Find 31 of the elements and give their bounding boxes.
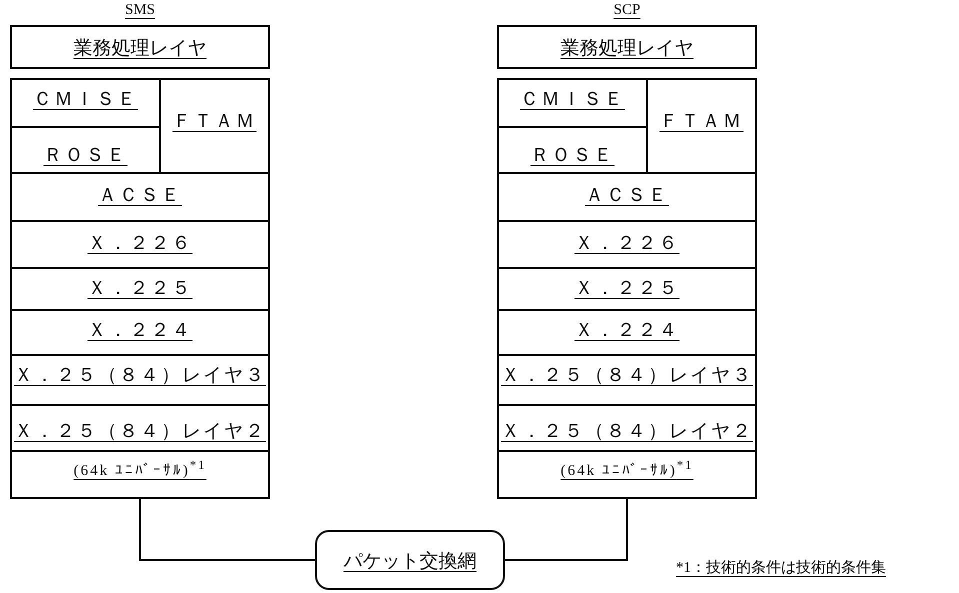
layer-label: ＡＣＳＥ [585,185,669,206]
footnote: *1：技術的条件は技術的条件集 [676,558,886,577]
layer-label: (64k ﾕﾆﾊﾞｰｻﾙ)$^{*1}$ [74,463,206,479]
protocol-stack-box [10,78,270,499]
layer-label: Ｘ．２２５ [574,278,680,299]
connector-line [505,499,628,561]
layer-label: Ｘ．２２６ [574,233,680,254]
layer-label: パケット交換網 [344,551,476,572]
layer-label: (64k ﾕﾆﾊﾞｰｻﾙ)$^{*1}$ [560,463,694,479]
layer-label: ＣＭＩＳＥ [520,89,625,110]
layer-label: ＡＣＳＥ [98,185,182,206]
layer-label: Ｘ．２５（８４）レイヤ２ [14,421,266,442]
stack-heading: SCP [614,2,640,18]
layer-label: ＦＴＡＭ [660,111,744,132]
layer-label: 業務処理レイヤ [74,38,206,59]
layer-label: ＲＯＳＥ [44,145,128,166]
layer-label: Ｘ．２５（８４）レイヤ３ [501,365,753,386]
layer-label: Ｘ．２２４ [574,320,680,341]
network-box [315,530,505,590]
layer-label: Ｘ．２２５ [88,278,192,299]
connector-line [139,499,315,561]
layer-label: Ｘ．２２６ [88,233,192,254]
layer-label: ＦＴＡＭ [172,111,256,132]
layer-label: ＣＭＩＳＥ [33,89,138,110]
layer-label: Ｘ．２２４ [88,320,192,341]
layer-label: Ｘ．２５（８４）レイヤ２ [501,421,753,442]
layer-label: ＲＯＳＥ [530,145,614,166]
protocol-stack-box [497,78,757,499]
layer-label: 業務処理レイヤ [560,38,694,59]
stack-heading: SMS [124,2,156,18]
layer-label: Ｘ．２５（８４）レイヤ３ [14,365,266,386]
